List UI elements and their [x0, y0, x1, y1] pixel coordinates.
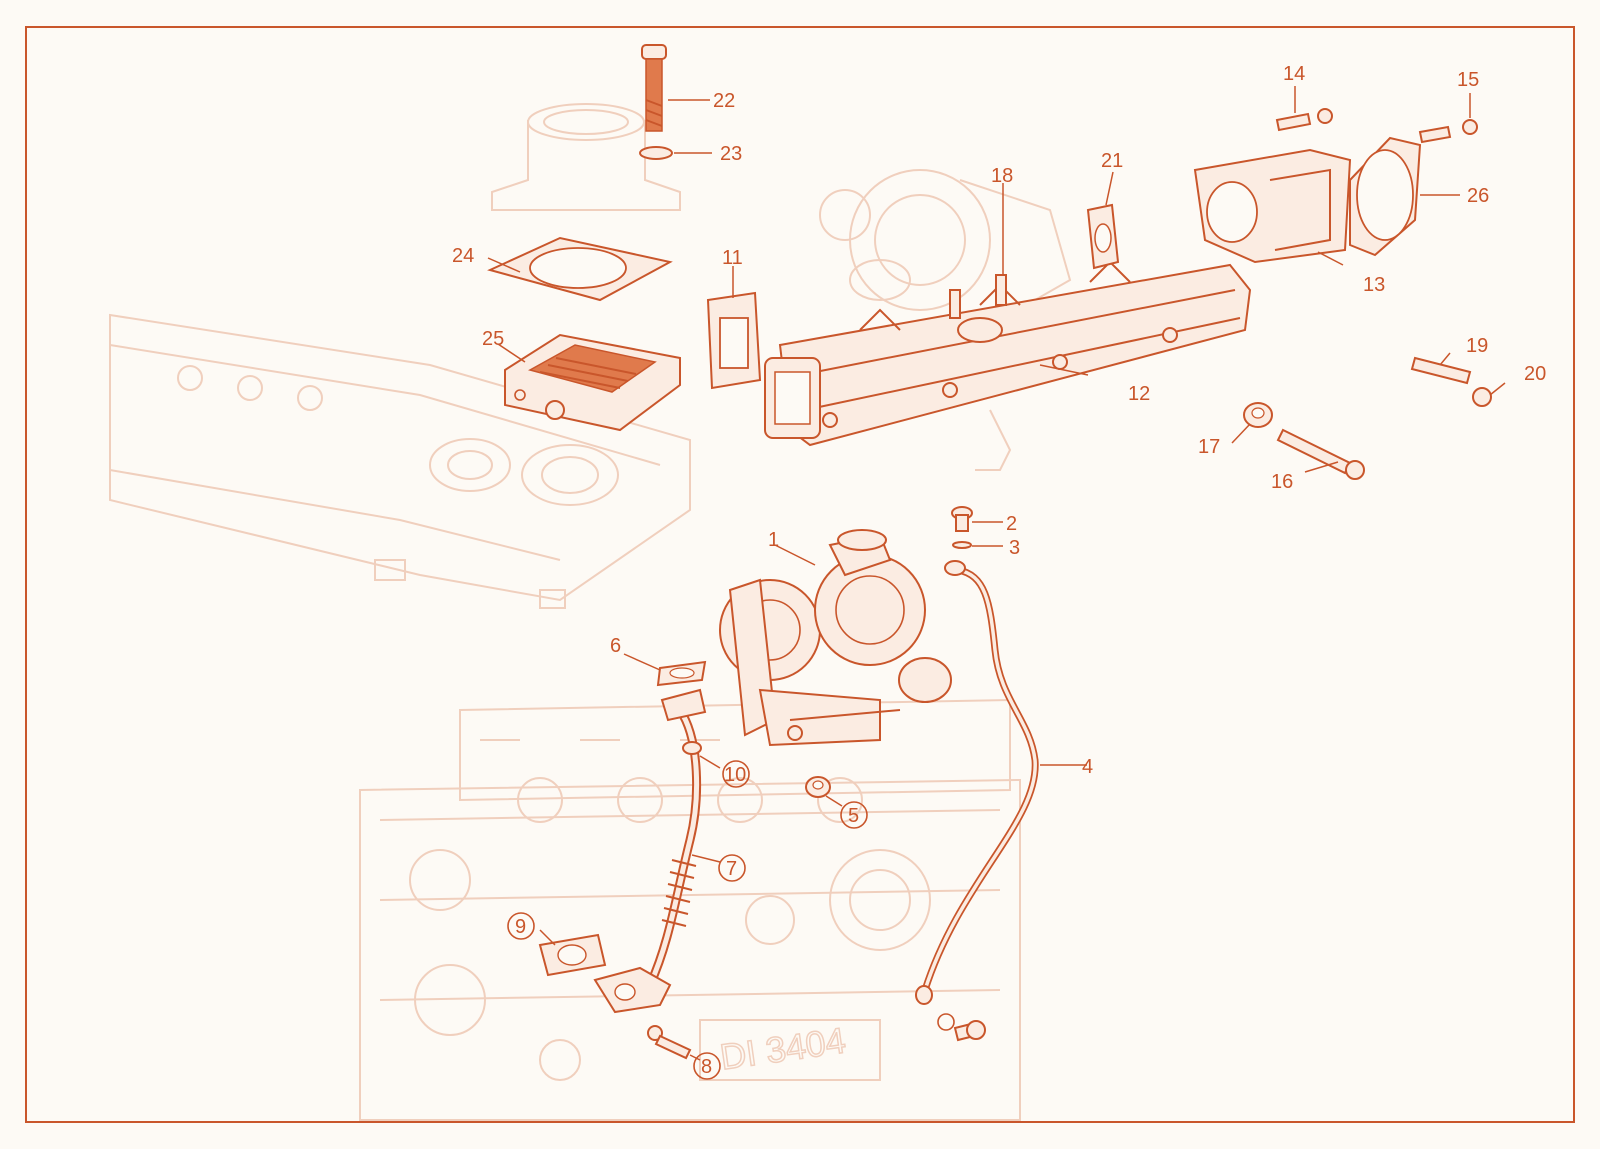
leader-lines — [487, 86, 1506, 1061]
part-6-gasket — [656, 660, 707, 687]
part-10-fitting — [682, 741, 702, 755]
part-17-spacer — [1243, 402, 1273, 428]
part-7-oil-return-line — [593, 688, 707, 1014]
part-9-gasket — [538, 933, 607, 977]
part-26-gasket — [1349, 136, 1422, 257]
part-19-stud — [1410, 356, 1472, 385]
label-1: 1 — [768, 529, 779, 551]
label-2: 2 — [1006, 513, 1017, 535]
label-9: 9 — [515, 916, 526, 938]
label-22: 22 — [713, 90, 735, 112]
ghost-engine-background — [109, 103, 1072, 1121]
label-10: 10 — [724, 764, 746, 786]
label-23: 23 — [720, 143, 742, 165]
part-15-nut — [1418, 119, 1478, 144]
part-20-nut — [1472, 387, 1492, 407]
part-24-gasket — [487, 236, 673, 302]
part-16-bolt — [1276, 428, 1365, 480]
part-11-gasket — [706, 291, 762, 390]
label-3: 3 — [1009, 537, 1020, 559]
part-5-nut — [805, 776, 831, 798]
part-23-washer — [639, 146, 673, 160]
part-8-bolt — [647, 1025, 692, 1060]
engine-block-stamp: DI 3404 — [717, 1019, 848, 1077]
label-25: 25 — [482, 328, 504, 350]
label-24: 24 — [452, 245, 474, 267]
label-15: 15 — [1457, 69, 1479, 91]
label-17: 17 — [1198, 436, 1220, 458]
label-26: 26 — [1467, 185, 1489, 207]
ghost-intake-pipe — [491, 103, 681, 211]
part-13-elbow — [1193, 148, 1352, 264]
circled-label-rings — [507, 760, 868, 1080]
label-7: 7 — [726, 858, 737, 880]
label-14: 14 — [1283, 63, 1305, 85]
label-13: 13 — [1363, 274, 1385, 296]
label-5: 5 — [848, 805, 859, 827]
line-4-banjo-bolt — [953, 1020, 986, 1042]
label-18: 18 — [991, 165, 1013, 187]
label-8: 8 — [701, 1056, 712, 1078]
part-2-banjo-bolt — [951, 506, 973, 532]
label-4: 4 — [1082, 756, 1093, 778]
part-18-studs — [949, 274, 1007, 343]
part-14-stud — [1275, 108, 1333, 132]
label-6: 6 — [610, 635, 621, 657]
part-1-turbocharger — [719, 529, 952, 747]
part-3-seal — [952, 541, 972, 549]
part-22-bolt — [641, 44, 667, 132]
part-4-oil-feed-line — [915, 560, 1039, 1005]
label-11: 11 — [722, 247, 743, 269]
label-21: 21 — [1101, 150, 1123, 172]
ghost-intake-manifold — [109, 313, 691, 609]
label-16: 16 — [1271, 471, 1293, 493]
part-25-heater-housing — [504, 333, 681, 432]
part-21-gasket — [1086, 203, 1120, 270]
label-19: 19 — [1466, 335, 1488, 357]
diagram-border — [25, 26, 1575, 1123]
label-12: 12 — [1128, 383, 1150, 405]
part-labels: 1 2 3 4 5 6 7 8 9 10 11 12 13 14 15 16 1… — [452, 63, 1546, 1078]
ghost-engine-block — [359, 698, 1021, 1121]
part-12-exhaust-manifold — [764, 260, 1252, 447]
label-20: 20 — [1524, 363, 1546, 385]
line-4-seal — [937, 1013, 955, 1031]
